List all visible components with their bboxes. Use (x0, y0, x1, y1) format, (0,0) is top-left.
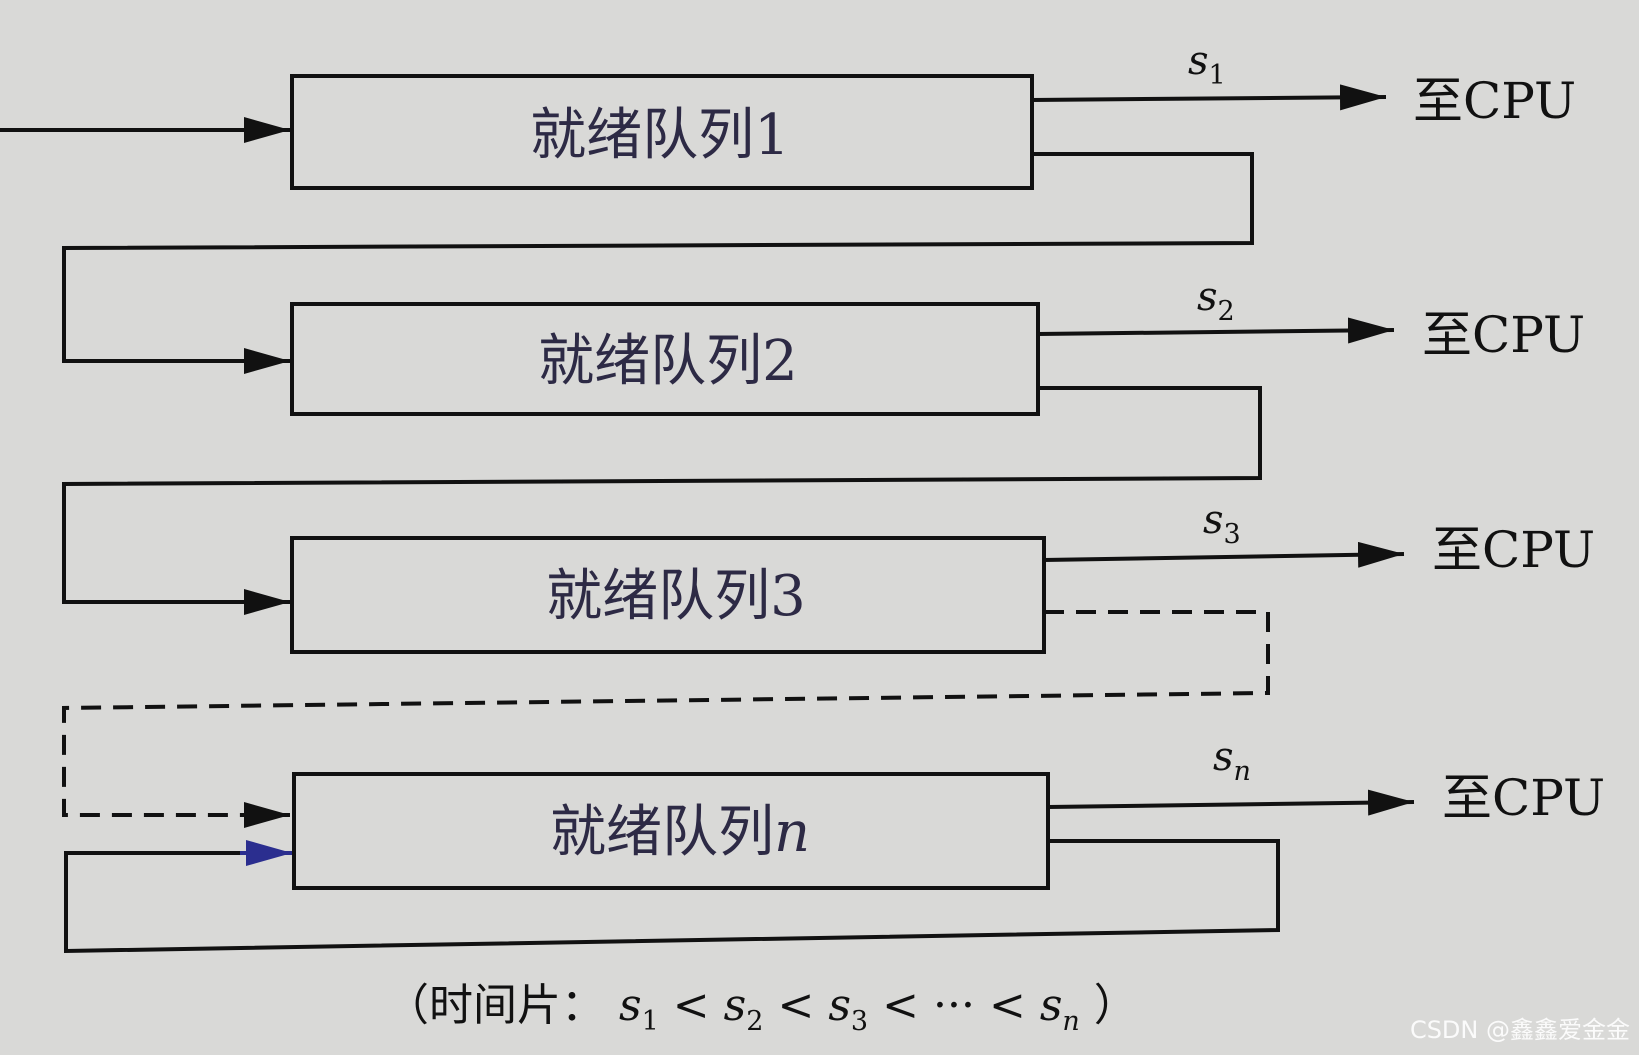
time-slice-label-1: s1 (1188, 38, 1226, 91)
demote-path-3-n (62, 610, 1270, 828)
ready-queue-label-2: 就绪队列2 (538, 329, 798, 394)
demote-path-2-3 (62, 386, 1262, 615)
to-cpu-label-2: 至CPU (1422, 306, 1585, 364)
caption-close: ） (1094, 980, 1138, 1031)
cpu-arrow-3 (1043, 541, 1405, 568)
cpu-arrow-1 (1031, 84, 1387, 111)
cpu-arrow-2 (1037, 317, 1395, 344)
ready-queue-box-2 (290, 302, 1040, 416)
demote-path-1-2 (62, 152, 1254, 374)
ready-queue-box-3 (290, 536, 1046, 654)
to-cpu-label-n: 至CPU (1442, 769, 1605, 827)
caption: （时间片： s1 < s2 < s3 < ··· < sn ） (385, 980, 1138, 1041)
ready-queue-label-3: 就绪队列3 (546, 564, 806, 629)
to-cpu-label-3: 至CPU (1432, 521, 1595, 579)
time-slice-label-3: s3 (1203, 497, 1241, 550)
caption-open: （时间片： (385, 980, 605, 1031)
time-slice-label-n: sn (1213, 734, 1251, 787)
cpu-arrow-n (1047, 789, 1415, 816)
ready-queue-label-1: 就绪队列1 (530, 103, 790, 168)
ready-queue-box-n (292, 772, 1050, 890)
ready-queue-box-1 (290, 74, 1034, 190)
to-cpu-label-1: 至CPU (1413, 72, 1576, 130)
round-robin-loop-path (64, 839, 1280, 954)
ready-queue-label-n: 就绪队列n (550, 800, 810, 865)
csdn-watermark: CSDN @鑫鑫爱金金 (1410, 1016, 1630, 1044)
time-slice-label-2: s2 (1197, 274, 1235, 327)
